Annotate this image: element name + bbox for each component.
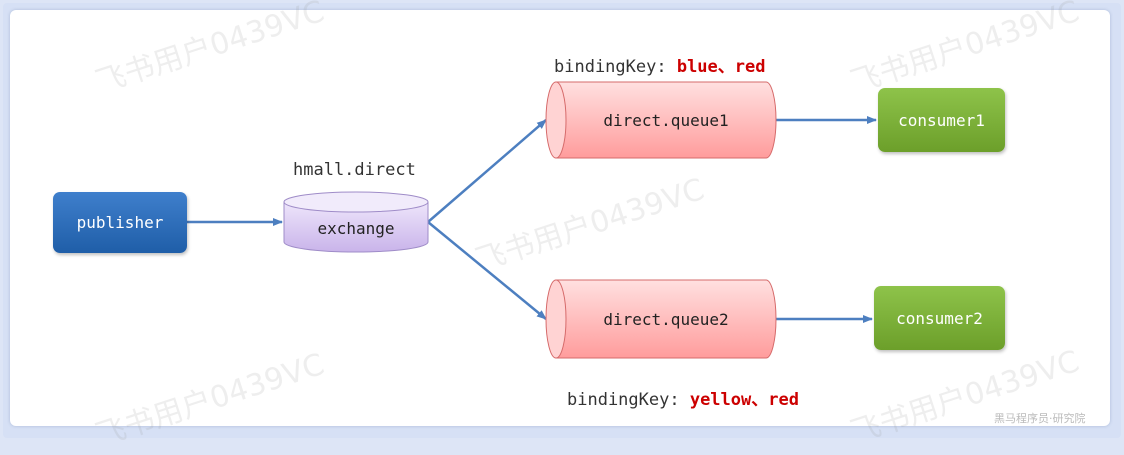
- diagram-canvas: 飞书用户0439VC 飞书用户0439VC 飞书用户0439VC 飞书用户043…: [10, 0, 1110, 454]
- publisher-node: publisher: [53, 192, 187, 253]
- exchange-label: exchange: [317, 219, 394, 238]
- publisher-label: publisher: [76, 213, 164, 232]
- binding-prefix: bindingKey:: [567, 390, 690, 410]
- arrow-exchange-queue1: [427, 119, 547, 223]
- exchange-node: [283, 191, 429, 253]
- queue1-label: direct.queue1: [603, 111, 728, 130]
- diagram-graphics: exchange direct.queue1 direct.queue2: [186, 81, 877, 359]
- consumer2-node: consumer2: [874, 286, 1005, 350]
- corner-mark: 黑马程序员·研究院: [994, 412, 1086, 425]
- binding-keys: blue、red: [676, 57, 766, 77]
- consumer1-node: consumer1: [878, 88, 1005, 152]
- queue2-binding-label: bindingKey: yellow、red: [567, 385, 799, 410]
- consumer2-label: consumer2: [896, 308, 983, 328]
- queue2-label: direct.queue2: [603, 310, 728, 329]
- exchange-name-label: hmall.direct: [293, 160, 416, 180]
- queue2-node: [545, 279, 777, 359]
- queue1-binding-label: bindingKey: blue、red: [554, 52, 765, 77]
- queue1-node: [545, 81, 777, 159]
- consumer1-label: consumer1: [898, 110, 985, 130]
- binding-prefix: bindingKey:: [554, 57, 677, 77]
- arrow-exchange-queue2: [427, 221, 547, 320]
- binding-keys: yellow、red: [689, 390, 799, 410]
